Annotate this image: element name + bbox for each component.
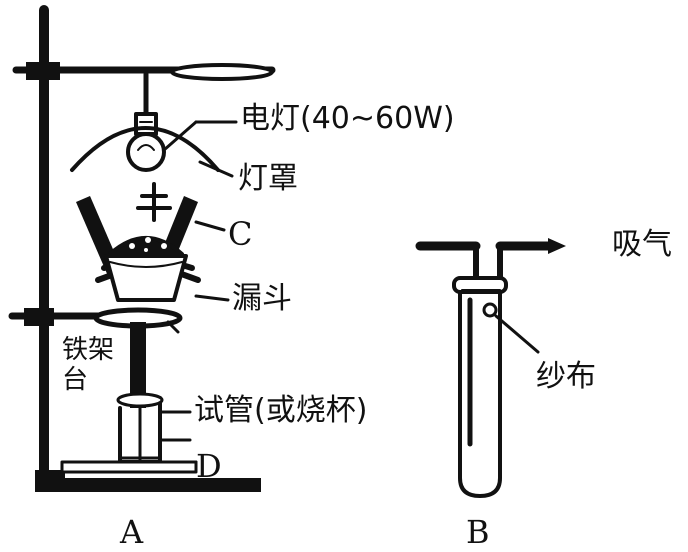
test-tube xyxy=(116,392,164,464)
heating-wire xyxy=(136,182,172,222)
label-gauze: 纱布 xyxy=(536,359,596,394)
label-d: D xyxy=(196,447,222,485)
base-block-d xyxy=(60,460,198,474)
funnel-stem xyxy=(130,322,146,408)
funnel-ring-clamp xyxy=(8,307,183,334)
top-clamp xyxy=(12,62,276,121)
label-lampshade: 灯罩 xyxy=(238,161,298,196)
caption-a: A xyxy=(120,513,144,551)
iron-stand xyxy=(35,5,261,492)
funnel xyxy=(104,254,188,302)
label-c: C xyxy=(228,215,253,253)
caption-b: B xyxy=(466,513,490,551)
soil-sample xyxy=(108,236,184,256)
lampshade-arc xyxy=(70,126,220,172)
label-iron-stand: 铁架台 xyxy=(62,335,115,395)
label-funnel: 漏斗 xyxy=(232,281,292,316)
label-lamp: 电灯(40~60W) xyxy=(240,101,455,136)
lamp-bulb xyxy=(126,112,166,172)
label-suction: 吸气 xyxy=(612,227,672,262)
label-test-tube: 试管(或烧杯) xyxy=(194,393,368,428)
gauze-tube xyxy=(452,276,508,498)
